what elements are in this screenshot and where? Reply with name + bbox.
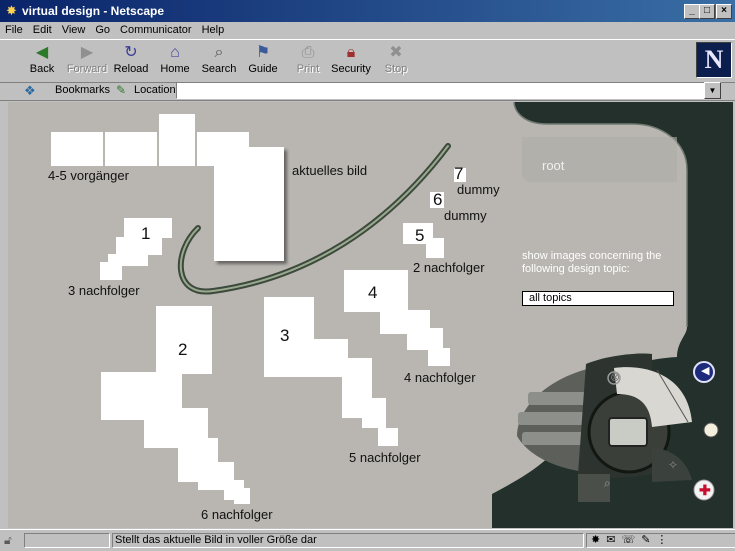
successor-group-number: 3	[280, 326, 290, 345]
reload-icon: ↻	[124, 44, 138, 61]
window-title: virtual design - Netscape	[22, 4, 165, 18]
topic-select[interactable]: all topics	[522, 291, 674, 306]
reload-button[interactable]: ↻Reload	[107, 43, 155, 81]
location-input[interactable]	[176, 82, 705, 99]
printer-icon: ⎙	[301, 44, 315, 61]
dummy-thumbnail-6[interactable]	[430, 192, 444, 208]
add-cross-icon[interactable]: ✚	[699, 482, 711, 498]
successor-group-label: 4 nachfolger	[404, 370, 476, 385]
dummy-thumbnail-7[interactable]	[454, 168, 466, 182]
successor-group-label: 5 nachfolger	[349, 450, 421, 465]
menu-file[interactable]: File	[5, 24, 23, 36]
menu-bar: File Edit View Go Communicator Help	[0, 22, 735, 39]
menu-go[interactable]: Go	[95, 24, 111, 36]
successor-group-number: 4	[368, 283, 378, 302]
search-button[interactable]: ⌕Search	[195, 43, 243, 81]
predecessor-thumbnail[interactable]	[159, 114, 195, 166]
bookmarks-icon: ❖	[24, 83, 36, 98]
navigation-toolbar: ◀Back ▶Forward ↻Reload ⌂Home ⌕Search ⚑Gu…	[0, 39, 735, 83]
status-text: Stellt das aktuelle Bild in voller Größe…	[112, 533, 584, 548]
menu-communicator[interactable]: Communicator	[120, 24, 192, 36]
menu-help[interactable]: Help	[201, 24, 225, 36]
successor-group-number: 5	[415, 226, 425, 245]
control-panel	[492, 102, 733, 528]
security-lock-icon[interactable]: 🔓︎	[4, 533, 12, 547]
dummy-number: 6	[433, 190, 443, 209]
menu-view[interactable]: View	[61, 24, 86, 36]
zoom-icon[interactable]: ⌕	[604, 476, 611, 490]
current-image-label: aktuelles bild	[292, 163, 368, 178]
successor-group-number: 2	[178, 340, 188, 359]
dummy-label: dummy	[444, 208, 487, 223]
mail-icon[interactable]: ✉	[606, 534, 622, 546]
title-bar: ✸ virtual design - Netscape _ □ ×	[0, 0, 735, 22]
successor-group-number: 1	[141, 224, 151, 243]
netscape-logo[interactable]: N	[696, 42, 732, 78]
successor-group-label: 6 nachfolger	[201, 507, 273, 522]
forward-button[interactable]: ▶Forward	[63, 43, 111, 81]
page-content: 4-5 vorgänger aktuelles bild 7 dummy 6 d…	[8, 102, 733, 528]
successor-group-label: 3 nachfolger	[68, 283, 140, 298]
back-arrow-icon[interactable]: ◀	[701, 365, 710, 377]
close-circle-icon[interactable]: ⊗	[610, 370, 621, 384]
stop-button[interactable]: ✖Stop	[372, 43, 420, 81]
menu-edit[interactable]: Edit	[32, 24, 52, 36]
security-button[interactable]: 🔒︎Security	[327, 43, 375, 81]
preview-screen-button[interactable]	[610, 422, 644, 446]
netscape-app-icon[interactable]: ✸	[6, 3, 17, 18]
status-bar: 🔓︎ Stellt das aktuelle Bild in voller Gr…	[0, 529, 735, 551]
topic-root-label[interactable]: root	[542, 158, 565, 173]
guide-button[interactable]: ⚑Guide	[239, 43, 287, 81]
dummy-number: 7	[454, 164, 464, 183]
stop-icon: ✖	[389, 44, 403, 61]
location-bar: ❖ Bookmarks ✎ Location: ▼	[0, 81, 735, 101]
home-button[interactable]: ⌂Home	[151, 43, 199, 81]
location-dropdown-button[interactable]: ▼	[704, 82, 721, 99]
page-proxy-icon[interactable]: ✎	[116, 83, 127, 97]
back-arrow-icon: ◀	[35, 44, 49, 61]
ornament-icon[interactable]: ✧	[668, 458, 679, 472]
print-button[interactable]: ⎙Print	[284, 43, 332, 81]
component-bar: ✸✉☏✎⋮	[586, 533, 735, 548]
location-label: Location:	[134, 84, 179, 96]
maximize-button[interactable]: □	[699, 4, 715, 19]
successor-group-label: 2 nachfolger	[413, 260, 485, 275]
bookmarks-button[interactable]: Bookmarks	[55, 84, 111, 96]
discussion-icon[interactable]: ☏	[621, 534, 642, 546]
home-icon: ⌂	[170, 44, 180, 61]
dummy-label: dummy	[457, 182, 500, 197]
forward-arrow-icon: ▶	[80, 44, 94, 61]
lock-icon: 🔒︎	[346, 44, 356, 61]
back-button[interactable]: ◀Back	[18, 43, 66, 81]
guide-icon: ⚑	[255, 44, 271, 61]
minimize-button[interactable]: _	[684, 4, 700, 19]
composer-icon[interactable]: ✎	[641, 534, 657, 546]
predecessors-label: 4-5 vorgänger	[48, 168, 129, 183]
progress-field	[24, 533, 110, 548]
handle-icon[interactable]: ⋮	[656, 534, 674, 546]
navigator-icon[interactable]: ✸	[591, 534, 607, 546]
topic-instruction: show images concerning the following des…	[522, 250, 662, 275]
close-button[interactable]: ×	[716, 4, 732, 19]
predecessor-thumbnail[interactable]	[51, 132, 103, 166]
search-icon: ⌕	[214, 44, 224, 61]
predecessor-thumbnail[interactable]	[105, 132, 157, 166]
current-image[interactable]	[214, 147, 284, 261]
relation-curve	[177, 143, 451, 295]
